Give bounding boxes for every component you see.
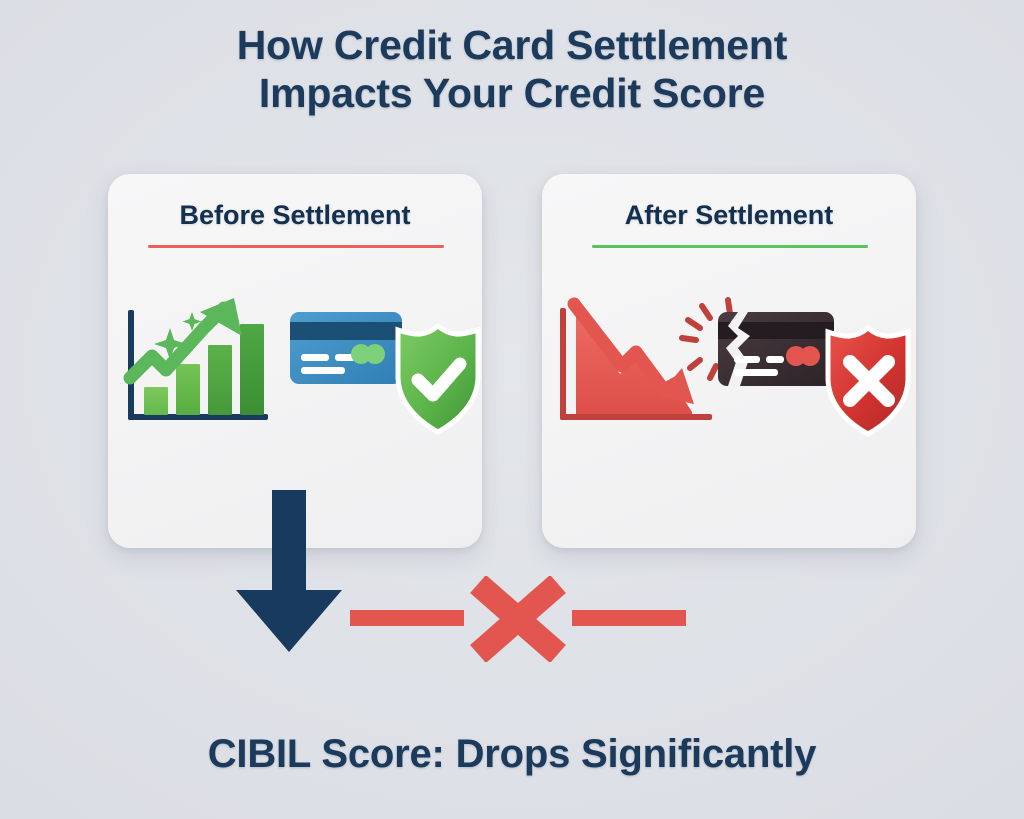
red-cross-icon — [470, 576, 566, 662]
shield-check-icon — [395, 322, 481, 435]
broken-credit-card-icon — [718, 312, 834, 386]
sparkle-icon — [154, 312, 202, 360]
card-before-underline — [148, 245, 444, 248]
down-trend-arrow-icon — [567, 297, 694, 404]
card-after-underline — [592, 245, 868, 248]
card-before-title: Before Settlement — [179, 200, 411, 230]
page-title: How Credit Card Setttlement Impacts Your… — [0, 22, 1024, 117]
down-arrow-icon — [232, 486, 346, 656]
falling-area-chart-icon — [560, 308, 712, 420]
page-title-line-1: How Credit Card Setttlement — [236, 22, 788, 68]
rising-bar-chart-icon — [128, 310, 268, 420]
footer-text: CIBIL Score: Drops Significantly — [207, 732, 817, 776]
red-cross-separator — [350, 576, 686, 662]
cross-right-bar — [572, 610, 686, 626]
cross-left-bar — [350, 610, 464, 626]
page-title-line-2: Impacts Your Credit Score — [258, 69, 766, 116]
shield-x-icon — [825, 324, 911, 437]
footer-summary: CIBIL Score: Drops Significantly — [0, 732, 1024, 777]
card-before-settlement: Before Settlement — [108, 174, 482, 548]
burst-lines-icon — [679, 297, 733, 381]
credit-card-icon — [290, 312, 402, 384]
card-after-title: After Settlement — [624, 200, 834, 230]
up-trend-arrow-icon — [123, 298, 242, 385]
before-settlement-illustration — [108, 292, 482, 452]
card-after-settlement: After Settlement — [542, 174, 916, 548]
after-settlement-illustration — [542, 292, 916, 452]
